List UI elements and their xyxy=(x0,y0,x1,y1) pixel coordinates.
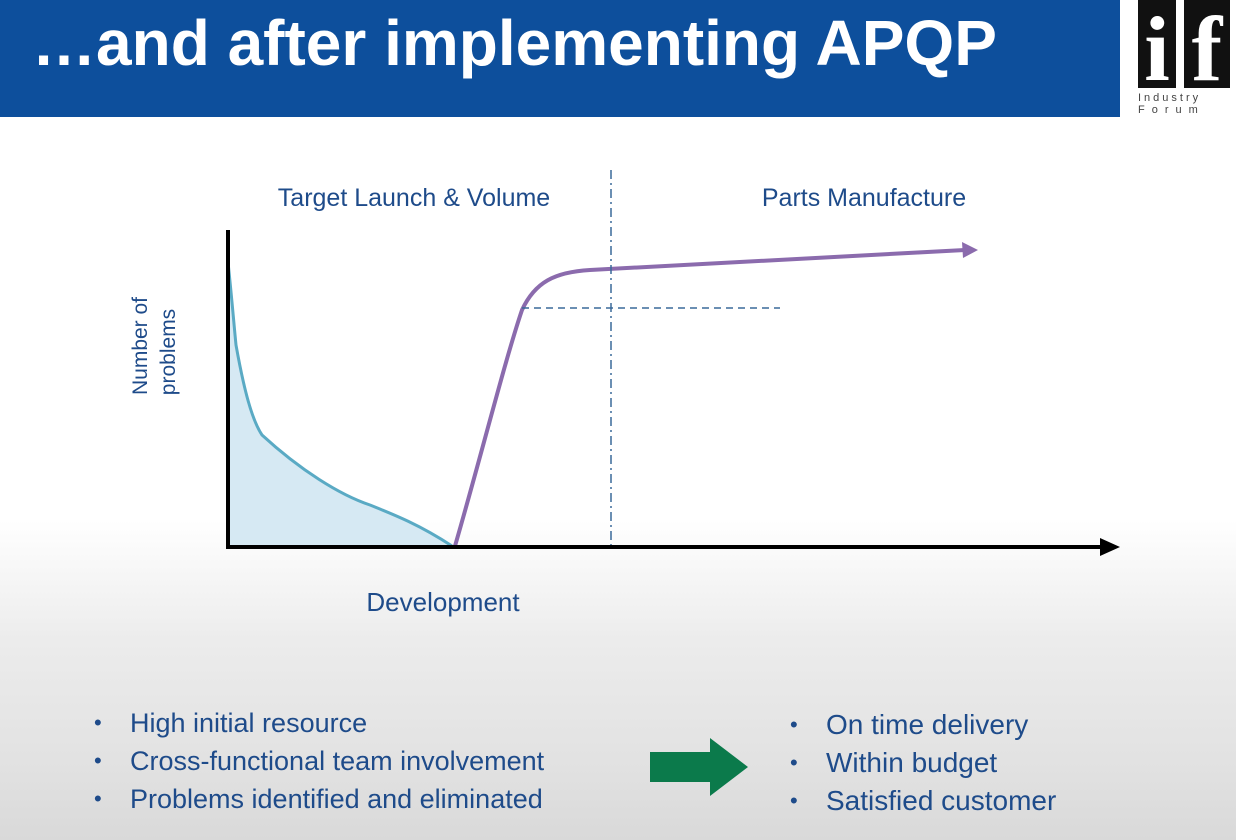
x-axis-label: Development xyxy=(366,587,520,617)
list-item: Problems identified and eliminated xyxy=(94,780,544,818)
problems-curve xyxy=(226,261,453,548)
list-item: High initial resource xyxy=(94,704,544,742)
logo-letter-f: f xyxy=(1192,0,1224,90)
y-axis-label-line1: Number of xyxy=(129,297,152,395)
y-axis-label-line2: problems xyxy=(157,309,180,395)
list-item: Satisfied customer xyxy=(790,782,1056,820)
manufacture-arrowhead xyxy=(962,242,978,258)
result-arrow-icon xyxy=(650,738,748,796)
manufacture-curve xyxy=(453,248,966,547)
logo-text-industry: Industry xyxy=(1138,92,1202,104)
list-item: On time delivery xyxy=(790,706,1056,744)
logo-text-forum: Forum xyxy=(1138,104,1205,116)
bullet-list-inputs: High initial resource Cross-functional t… xyxy=(94,704,544,818)
industry-forum-logo: i f Industry Forum xyxy=(1124,0,1236,122)
bullet-list-outcomes: On time delivery Within budget Satisfied… xyxy=(790,706,1056,820)
logo-letter-i: i xyxy=(1144,0,1170,90)
list-item: Cross-functional team involvement xyxy=(94,742,544,780)
if-logo-icon: i f xyxy=(1138,0,1230,90)
slide-title: …and after implementing APQP xyxy=(32,7,997,79)
phase-label-left: Target Launch & Volume xyxy=(278,184,550,212)
phase-label-right: Parts Manufacture xyxy=(762,184,966,212)
title-banner: …and after implementing APQP xyxy=(0,0,1120,117)
problems-area xyxy=(228,262,452,546)
x-axis-arrowhead xyxy=(1100,538,1120,556)
list-item: Within budget xyxy=(790,744,1056,782)
